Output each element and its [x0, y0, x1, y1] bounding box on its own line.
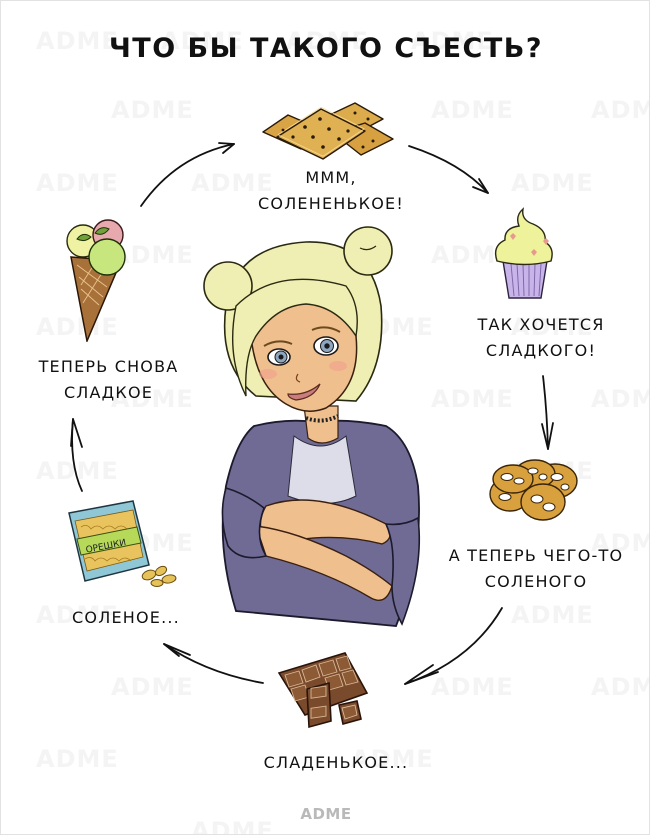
- label-line: А ТЕПЕРЬ ЧЕГО-ТО: [448, 546, 624, 565]
- girl-character: [203, 226, 421, 627]
- label-line: СОЛЕНОГО: [484, 572, 588, 591]
- cupcake-icon: [494, 207, 553, 299]
- label-line: СЛАДКОЕ: [63, 383, 154, 402]
- label-line: СЛАДЕНЬКОЕ...: [263, 753, 409, 772]
- label-line: ТАК ХОЧЕТСЯ: [477, 315, 605, 334]
- footer-logo: ADME: [300, 805, 352, 823]
- label-line: СЛАДКОГО!: [485, 341, 597, 360]
- label-cupcake: ТАК ХОЧЕТСЯ СЛАДКОГО!: [451, 312, 631, 364]
- arrow-chocolate-to-nuts: [163, 643, 264, 684]
- arrow-pretzels-to-chocolate: [404, 607, 503, 685]
- label-pretzels: А ТЕПЕРЬ ЧЕГО-ТО СОЛЕНОГО: [436, 543, 636, 595]
- crackers-icon: [262, 102, 394, 160]
- label-line: СОЛЕНЕНЬКОЕ!: [258, 194, 404, 213]
- nuts-bag-icon: ОРЕШКИ: [68, 500, 177, 587]
- label-crackers: МММ, СОЛЕНЕНЬКОЕ!: [231, 165, 431, 217]
- page-title: ЧТО БЫ ТАКОГО СЪЕСТЬ?: [108, 33, 544, 64]
- arrow-icecream-to-crackers: [140, 142, 235, 207]
- label-ice-cream: ТЕПЕРЬ СНОВА СЛАДКОЕ: [16, 354, 201, 406]
- label-line: ТЕПЕРЬ СНОВА: [38, 357, 179, 376]
- pretzels-icon: [489, 459, 578, 521]
- chocolate-icon: [277, 652, 369, 729]
- ice-cream-icon: [66, 219, 126, 342]
- arrow-cupcake-to-pretzels: [541, 375, 554, 450]
- label-line: МММ,: [305, 168, 357, 187]
- label-line: СОЛЕНОЕ...: [72, 608, 180, 627]
- arrow-nuts-to-icecream: [70, 418, 83, 492]
- label-nuts: СОЛЕНОЕ...: [51, 605, 201, 631]
- arrow-crackers-to-cupcake: [408, 145, 489, 194]
- label-chocolate: СЛАДЕНЬКОЕ...: [241, 750, 431, 776]
